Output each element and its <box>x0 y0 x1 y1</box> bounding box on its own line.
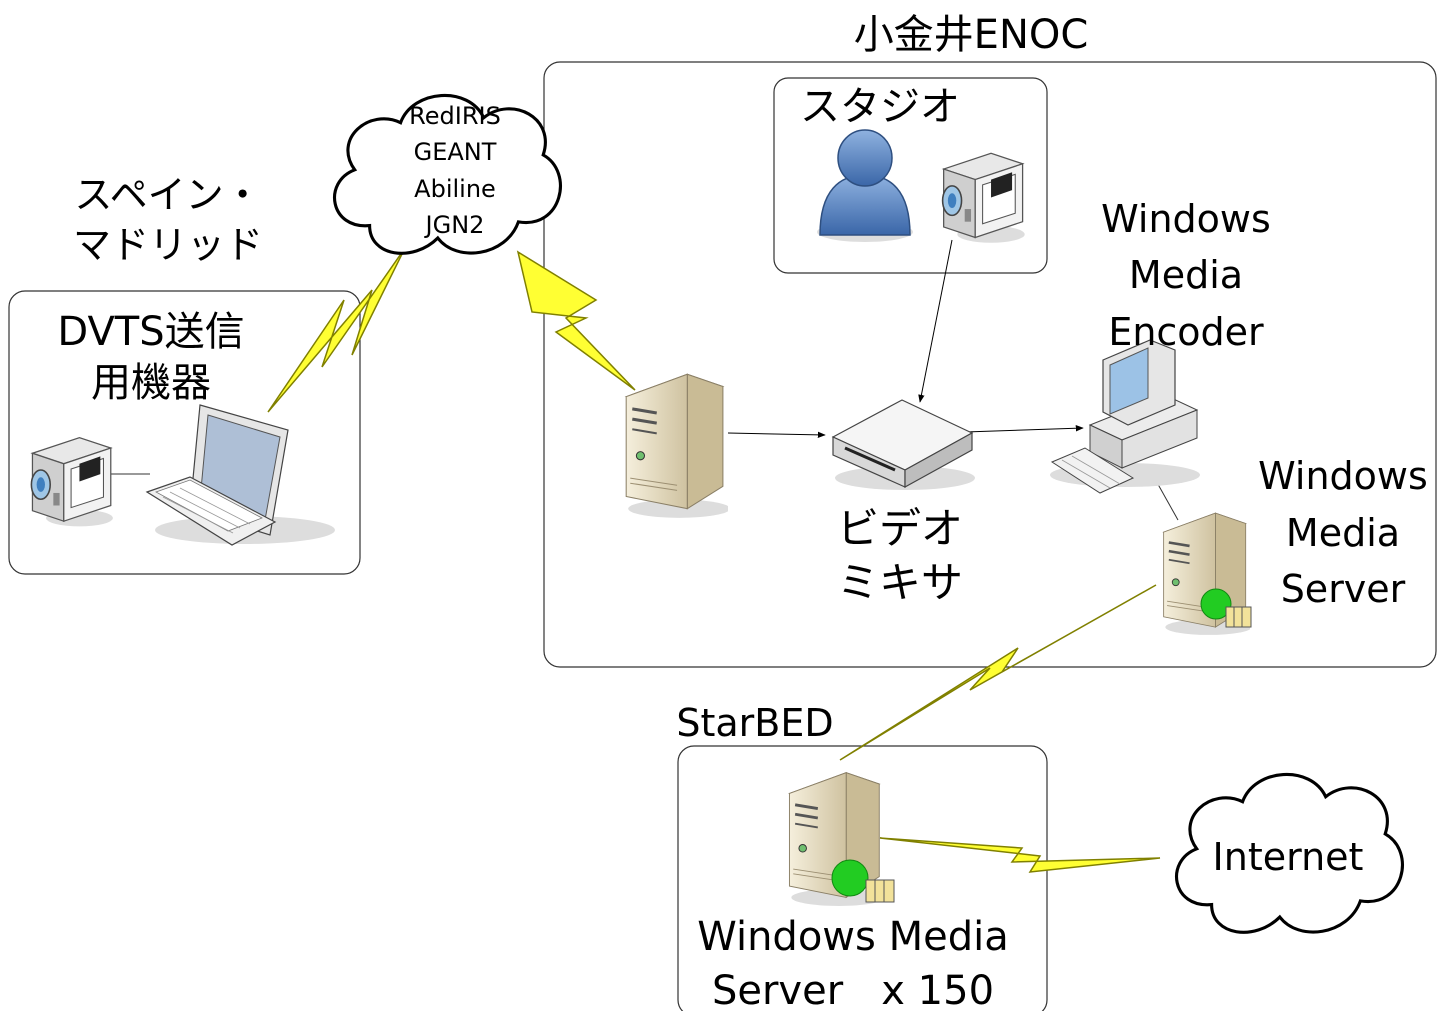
media-server-label-2: Media <box>1286 511 1400 555</box>
media-server-label-3: Server <box>1281 567 1406 611</box>
camcorder-icon <box>941 152 1026 244</box>
mixer-to-encoder-arrow <box>964 425 1084 433</box>
studio-title: スタジオ <box>800 84 960 130</box>
encoder-label-2: Media <box>1129 253 1243 297</box>
desktop-pc-icon <box>1050 339 1200 494</box>
lightning-link-icon <box>516 250 636 391</box>
laptop-icon <box>145 404 335 546</box>
koganei-title: 小金井ENOC <box>854 12 1089 58</box>
encoder-label-3: Encoder <box>1108 310 1264 354</box>
cloud-label-2: GEANT <box>414 138 497 166</box>
camcorder-icon <box>30 436 114 528</box>
dvts-label-1: DVTS送信 <box>57 309 244 355</box>
video-mixer-icon <box>831 399 975 490</box>
spain-box <box>8 290 361 575</box>
starbed-server-label-1: Windows Media <box>697 914 1008 960</box>
media-server-icon <box>1162 511 1252 637</box>
cloud-label-1: RedIRIS <box>409 102 501 130</box>
server-icon <box>624 372 728 520</box>
internet-cloud: Internet <box>1174 772 1405 934</box>
camera-to-mixer-arrow <box>918 239 953 403</box>
spain-label-2: マドリッド <box>73 223 263 267</box>
cloud-label-3: Abiline <box>414 175 496 203</box>
server-to-mixer-arrow <box>727 431 826 439</box>
dvts-label-2: 用機器 <box>91 360 211 406</box>
lightning-link-icon <box>267 247 406 413</box>
spain-label-1: スペイン・ <box>74 173 261 217</box>
mixer-label-1: ビデオ <box>837 504 963 553</box>
starbed-title: StarBED <box>676 701 833 745</box>
studio-box <box>773 77 1048 274</box>
starbed-server-label-2: Server x 150 <box>712 968 994 1011</box>
lightning-link-icon <box>879 837 1161 873</box>
encoder-label-1: Windows <box>1101 197 1271 241</box>
media-server-label-1: Windows <box>1258 454 1428 498</box>
cloud-label-4: JGN2 <box>424 211 485 239</box>
research-network-cloud: RedIRIS GEANT Abiline JGN2 <box>332 93 562 255</box>
lightning-link-icon <box>839 584 1157 761</box>
starbed-media-server-icon <box>788 771 895 907</box>
internet-label: Internet <box>1213 835 1364 879</box>
mixer-label-2: ミキサ <box>837 558 963 607</box>
person-icon <box>817 129 913 242</box>
